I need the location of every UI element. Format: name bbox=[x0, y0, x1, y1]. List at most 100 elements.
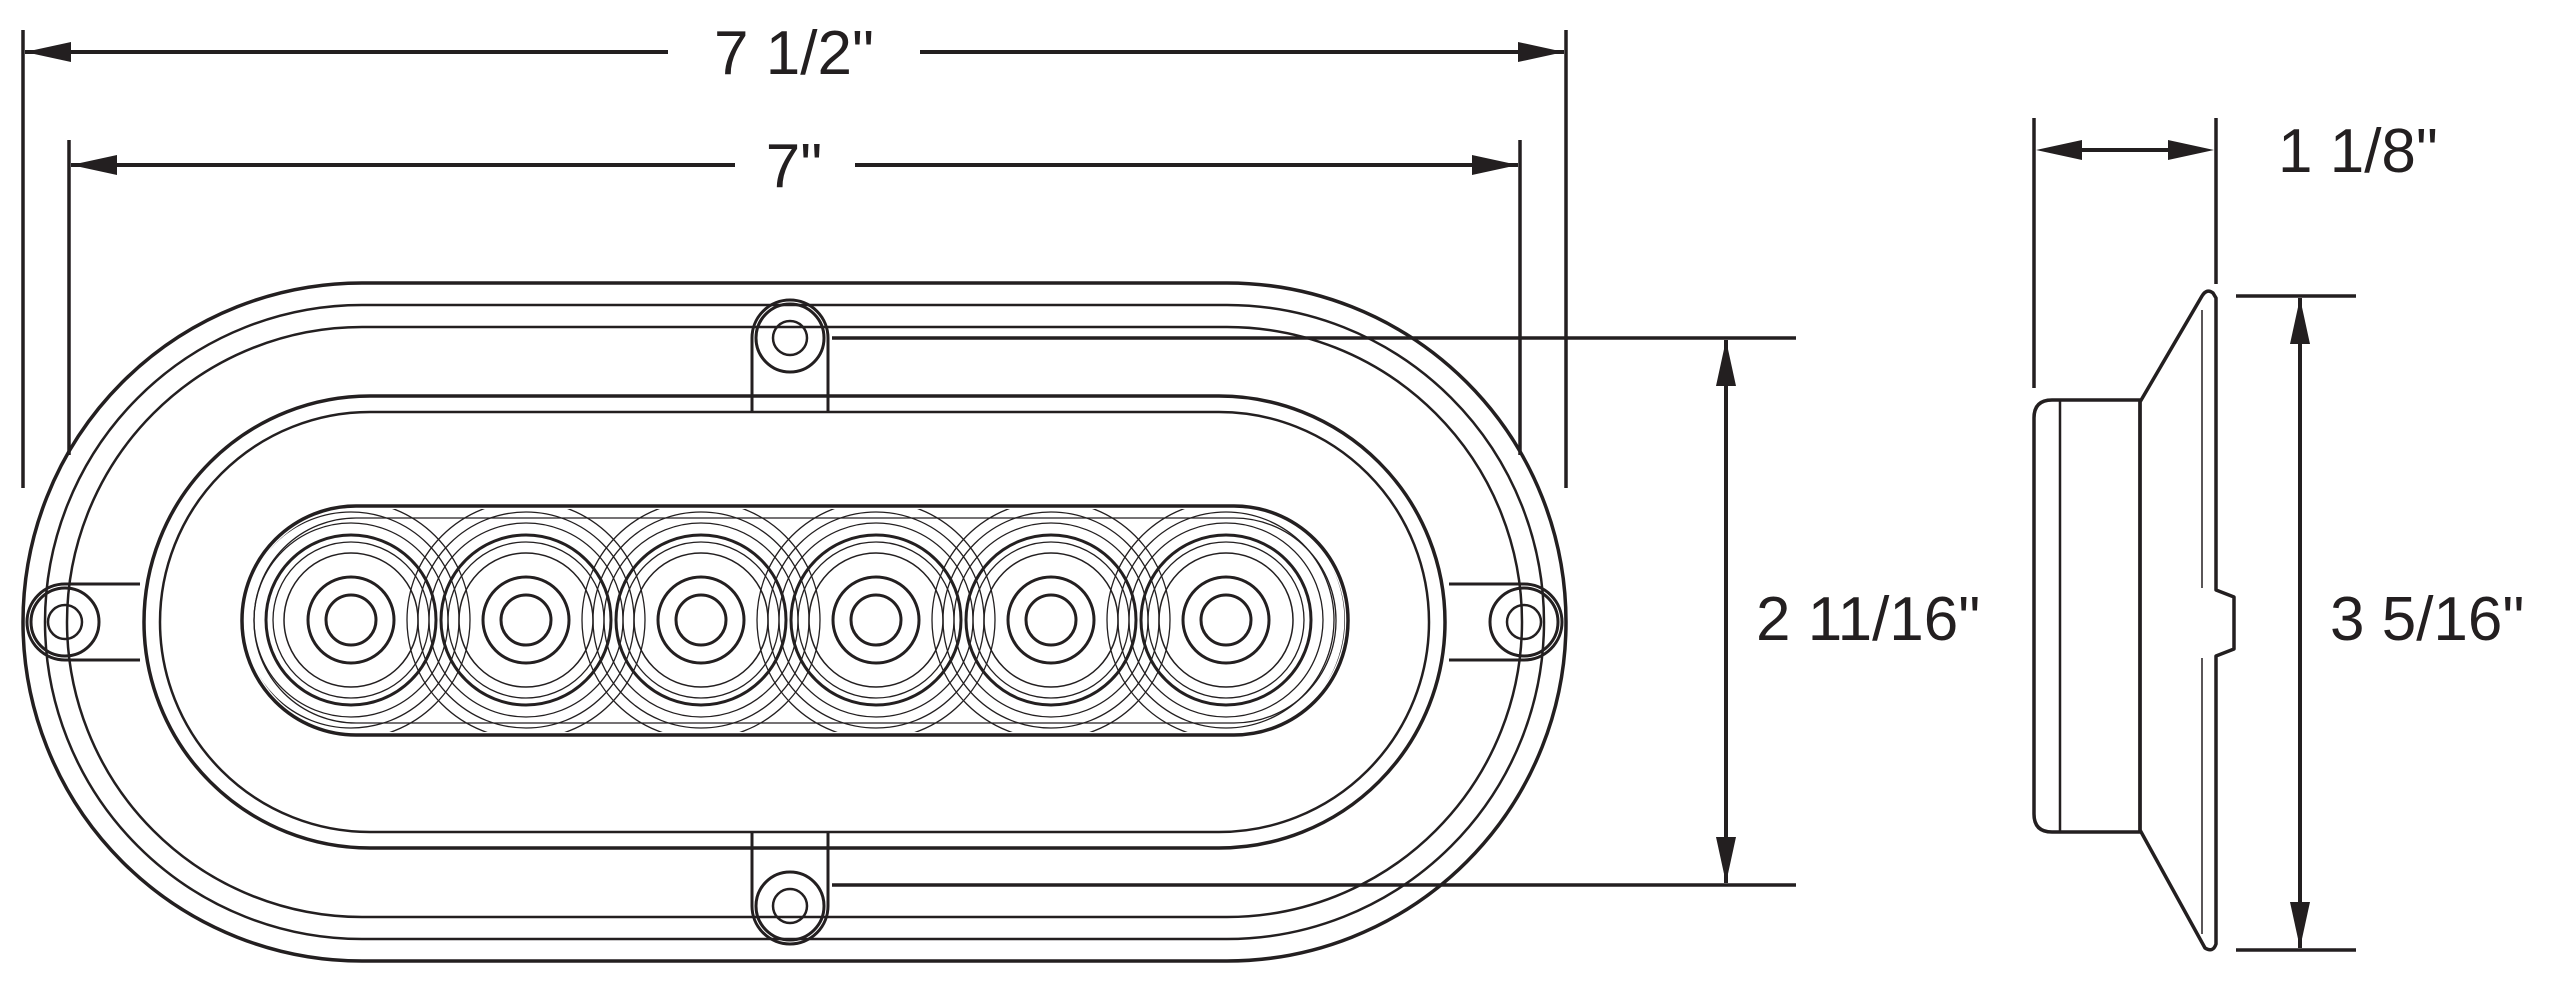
led-ring bbox=[306, 575, 396, 665]
led-4 bbox=[789, 533, 963, 707]
lens-outline bbox=[240, 504, 1350, 737]
lens-moire-pattern bbox=[245, 509, 1345, 732]
side-view bbox=[2032, 289, 2236, 952]
tab-outline bbox=[750, 832, 830, 946]
arrowhead-left bbox=[71, 155, 117, 175]
moire-ring bbox=[417, 511, 635, 729]
arrowhead-right bbox=[1518, 42, 1564, 62]
tab-outline bbox=[750, 298, 830, 412]
led-ring bbox=[622, 541, 780, 699]
led-ring bbox=[481, 575, 571, 665]
led-6 bbox=[1139, 533, 1313, 707]
led-1 bbox=[264, 533, 438, 707]
led-ring bbox=[831, 575, 921, 665]
led-ring bbox=[849, 593, 903, 647]
led-ring bbox=[808, 552, 944, 688]
moire-ring bbox=[942, 511, 1160, 729]
led-ring bbox=[1181, 575, 1271, 665]
led-ring bbox=[964, 533, 1138, 707]
led-ring bbox=[1006, 575, 1096, 665]
led-ring bbox=[1147, 541, 1305, 699]
led-ring bbox=[797, 541, 955, 699]
arrowhead-up bbox=[1716, 340, 1736, 386]
dim-flange-height: 3 5/16" bbox=[2236, 294, 2524, 952]
led-2 bbox=[439, 533, 613, 707]
front-ring-2 bbox=[43, 303, 1546, 941]
front-outer-edge bbox=[21, 281, 1568, 963]
arrowhead-up bbox=[2290, 298, 2310, 344]
led-ring bbox=[789, 533, 963, 707]
dim-body-height: 2 11/16" bbox=[832, 336, 1980, 887]
arrowhead-left bbox=[2036, 140, 2082, 160]
led-ring bbox=[1139, 533, 1313, 707]
arrowhead-left bbox=[25, 42, 71, 62]
led-5 bbox=[964, 533, 1138, 707]
led-ring bbox=[499, 593, 553, 647]
dim-label-overall-width: 7 1/2" bbox=[714, 19, 874, 88]
tab-hole-outer bbox=[1488, 586, 1560, 658]
moire-ring bbox=[428, 522, 624, 718]
moire-ring bbox=[245, 511, 460, 729]
led-ring bbox=[264, 533, 438, 707]
moire-ring bbox=[1106, 509, 1345, 732]
moire-ring bbox=[931, 509, 1171, 732]
tab-hole-outer bbox=[754, 302, 826, 374]
bezel-outer bbox=[142, 394, 1447, 850]
tab-hole-inner bbox=[771, 887, 809, 925]
dim-overall-width: 7 1/2" bbox=[21, 19, 1568, 488]
led-3 bbox=[614, 533, 788, 707]
dim-body-width: 7" bbox=[67, 132, 1522, 455]
dim-label-body-height: 2 11/16" bbox=[1756, 585, 1980, 654]
side-flange bbox=[2138, 289, 2236, 952]
mounting-tab-left bbox=[25, 582, 140, 662]
mounting-tab-top bbox=[750, 298, 830, 412]
led-ring bbox=[324, 593, 378, 647]
led-ring bbox=[1158, 552, 1294, 688]
bezel-inner bbox=[158, 410, 1431, 834]
led-ring bbox=[633, 552, 769, 688]
led-ring bbox=[458, 552, 594, 688]
front-ring-3 bbox=[65, 325, 1524, 919]
led-ring bbox=[439, 533, 613, 707]
led-ring bbox=[983, 552, 1119, 688]
moire-ring bbox=[253, 522, 449, 718]
led-ring bbox=[283, 552, 419, 688]
led-ring bbox=[614, 533, 788, 707]
led-ring bbox=[447, 541, 605, 699]
arrowhead-down bbox=[1716, 837, 1736, 883]
tab-hole-inner bbox=[1505, 603, 1543, 641]
moire-ring bbox=[406, 509, 646, 732]
dim-depth: 1 1/8" bbox=[2032, 117, 2438, 388]
arrowhead-right bbox=[1472, 155, 1518, 175]
tab-hole-inner bbox=[771, 319, 809, 357]
moire-ring bbox=[756, 509, 996, 732]
led-ring bbox=[1024, 593, 1078, 647]
led-ring bbox=[656, 575, 746, 665]
tab-hole-inner bbox=[46, 603, 84, 641]
tab-hole-outer bbox=[754, 870, 826, 942]
dim-label-flange-height: 3 5/16" bbox=[2330, 585, 2524, 654]
tab-outline bbox=[1449, 582, 1564, 662]
moire-ring bbox=[603, 522, 799, 718]
side-lens-body bbox=[2032, 398, 2142, 834]
dim-label-depth: 1 1/8" bbox=[2278, 117, 2438, 186]
arrowhead-right bbox=[2168, 140, 2214, 160]
led-ring bbox=[272, 541, 430, 699]
moire-ring bbox=[592, 511, 810, 729]
arrowhead-down bbox=[2290, 902, 2310, 948]
tab-outline bbox=[25, 582, 140, 662]
moire-ring bbox=[767, 511, 985, 729]
mounting-tab-bottom bbox=[750, 832, 830, 946]
dim-label-body-width: 7" bbox=[766, 132, 823, 201]
led-ring bbox=[972, 541, 1130, 699]
led-ring bbox=[1199, 593, 1253, 647]
moire-ring bbox=[581, 509, 821, 732]
tab-hole-outer bbox=[29, 586, 101, 658]
led-ring bbox=[674, 593, 728, 647]
front-view bbox=[21, 281, 1568, 963]
moire-ring bbox=[1128, 522, 1324, 718]
moire-ring bbox=[245, 509, 471, 732]
moire-ring bbox=[778, 522, 974, 718]
